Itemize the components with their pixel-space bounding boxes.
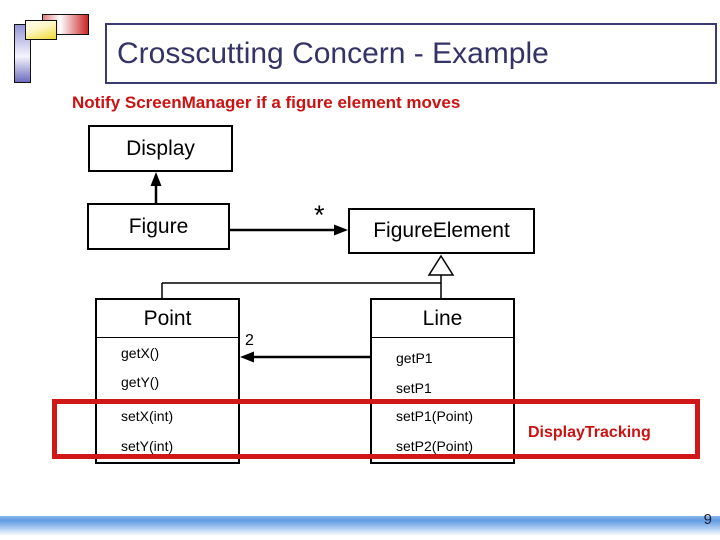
line-to-point-arrow [240,351,370,363]
slide-subtitle: Notify ScreenManager if a figure element… [72,93,461,112]
class-header-point: Point [97,300,238,338]
line-method-setp1: setP1 [396,380,432,396]
class-header-line: Line [372,300,513,338]
class-title-line: Line [422,306,463,330]
logo-yellow-rectangle-icon [25,20,57,40]
slide-title-box: Crosscutting Concern - Example [105,23,717,84]
page-number: 9 [703,511,712,528]
multiplicity-star-label: * [314,200,325,230]
crosscutting-highlight-rect [52,399,700,459]
class-box-figure: Figure [87,203,230,250]
class-title-figure-element: FigureElement [373,219,510,242]
point-method-gety: getY() [121,374,160,390]
class-box-display: Display [88,125,233,172]
point-method-sety: setY(int) [121,438,174,454]
class-box-figure-element: FigureElement [348,208,535,254]
class-title-figure: Figure [128,214,189,238]
figure-to-figureelement-arrow [230,224,348,236]
class-title-point: Point [143,306,192,330]
footer-gradient-bar [0,516,720,536]
point-method-getx: getX() [121,345,160,361]
crosscutting-highlight-label: DisplayTracking [528,424,651,441]
point-method-setx: setX(int) [121,408,174,424]
line-method-setp2-point: setP2(Point) [396,438,474,454]
generalization-connector [161,254,455,298]
line-method-setp1-point: setP1(Point) [396,408,474,424]
figure-to-display-arrow [150,172,162,203]
class-box-line: Line getP1 setP1 setP1(Point) setP2(Poin… [370,298,515,464]
line-method-getp1: getP1 [396,350,433,366]
multiplicity-two-label: 2 [245,332,254,349]
slide-title: Crosscutting Concern - Example [117,36,549,70]
class-title-display: Display [126,136,195,160]
class-box-point: Point getX() getY() setX(int) setY(int) [95,298,240,464]
